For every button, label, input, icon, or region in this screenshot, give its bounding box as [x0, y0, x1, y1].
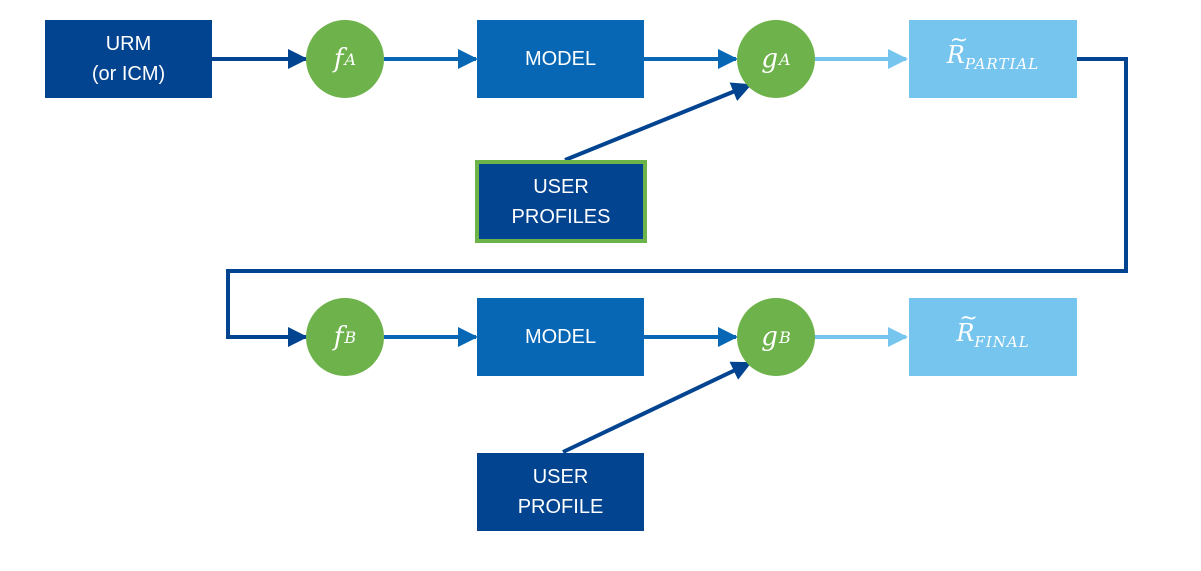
f-a-symbol: f: [333, 44, 344, 74]
f-a-subscript: A: [344, 49, 357, 69]
model-a-box: MODEL: [477, 20, 644, 98]
r-partial-label: ~RPARTIAL: [946, 28, 1040, 79]
r-final-subscript: FINAL: [974, 332, 1030, 351]
user-profiles-box: USER PROFILES: [475, 160, 647, 243]
model-b-box: MODEL: [477, 298, 644, 376]
connector-r-partial-to-fb: [226, 57, 1128, 347]
r-final-symbol: R: [956, 318, 975, 347]
urm-icm-label: URM (or ICM): [91, 33, 166, 85]
arrow-user-profiles-to-ga: [564, 82, 752, 162]
user-profile-label: USER PROFILE: [517, 466, 604, 518]
user-profile-box: USER PROFILE: [477, 453, 644, 531]
g-b-symbol: g: [761, 322, 778, 352]
g-a-subscript: A: [779, 49, 791, 69]
r-final-box: ~RFINAL: [909, 298, 1077, 376]
g-a-symbol: g: [761, 44, 779, 74]
arrow-user-profile-to-gb: [562, 361, 752, 454]
model-b-label: MODEL: [524, 326, 597, 348]
r-final-label: ~RFINAL: [956, 306, 1030, 357]
f-b-symbol: f: [333, 322, 344, 352]
model-a-label: MODEL: [524, 48, 597, 70]
r-final-tilde: ~: [959, 305, 978, 331]
r-partial-tilde: ~: [949, 27, 969, 53]
r-partial-box: ~RPARTIAL: [909, 20, 1077, 98]
urm-icm-box: URM (or ICM): [45, 20, 212, 98]
r-partial-symbol: R: [946, 40, 965, 69]
f-b-subscript: B: [344, 327, 357, 347]
r-partial-subscript: PARTIAL: [964, 54, 1040, 73]
g-b-subscript: B: [778, 327, 791, 347]
user-profiles-label: USER PROFILES: [511, 175, 611, 228]
